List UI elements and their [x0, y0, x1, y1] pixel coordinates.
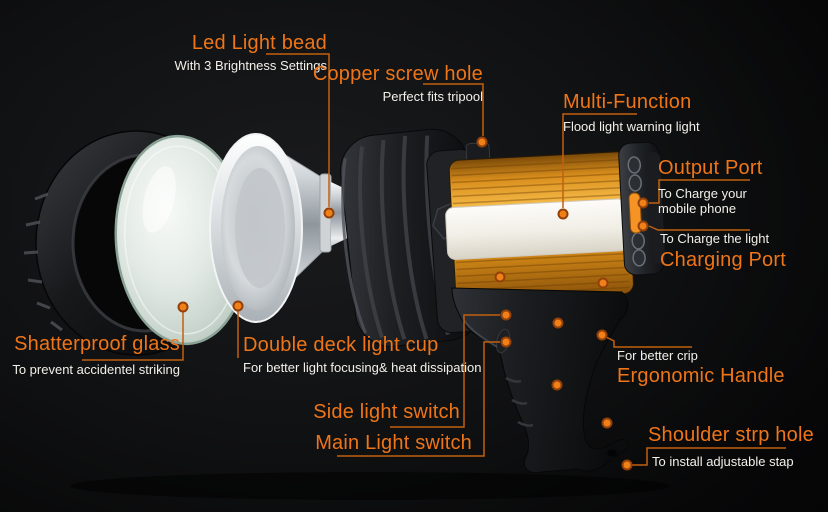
pointer-dot-handle-4 — [551, 379, 563, 391]
callout-multi-function: Multi-Function Flood light warning light — [563, 91, 700, 135]
callout-title: Side light switch — [313, 401, 460, 423]
callout-ergonomic-handle: For better crip Ergonomic Handle — [617, 348, 785, 388]
ring-grip-ridges — [23, 192, 63, 332]
callout-subtitle: Perfect fits tripool — [382, 88, 483, 104]
leader-lines — [82, 53, 786, 466]
callout-shatterproof-glass: Shatterproof glass To prevent accidentel… — [12, 333, 180, 378]
callout-title: Main Light switch — [315, 432, 472, 454]
pointer-dot-copper-screw-hole — [476, 136, 488, 148]
callout-shoulder-strap-hole: Shoulder strp hole To install adjustable… — [648, 424, 814, 470]
callout-subtitle: Flood light warning light — [563, 118, 700, 134]
pointer-dot-output-port — [637, 197, 649, 209]
leader-line-multi-function — [562, 113, 637, 208]
leader-line-charging-port — [648, 225, 750, 231]
flood-light-strip — [445, 198, 628, 260]
head-ribs — [358, 135, 451, 340]
callout-title: Double deck light cup — [243, 334, 439, 356]
callout-copper-screw-hole: Copper screw hole Perfect fits tripool — [312, 63, 483, 105]
callout-subtitle: With 3 Brightness Settings — [174, 57, 327, 73]
pointer-dot-led-light-bead — [323, 207, 335, 219]
leader-line-copper-screw-hole — [423, 83, 484, 136]
pointer-dot-handle-2 — [597, 277, 609, 289]
pointer-dot-multi-function — [557, 208, 569, 220]
pointer-dot-shatterproof-glass — [177, 301, 189, 313]
pointer-dot-ergonomic-handle — [596, 329, 608, 341]
callout-subtitle: To Charge your mobile phone — [658, 185, 747, 216]
callout-title: Charging Port — [660, 248, 786, 271]
callout-title: Ergonomic Handle — [617, 364, 785, 387]
barrel-ribs — [451, 158, 630, 298]
leader-line-led-light-bead — [266, 53, 330, 207]
pointer-dot-handle-1 — [494, 271, 506, 283]
callout-subtitle: For better light focusing& heat dissipat… — [243, 359, 482, 375]
pointer-dot-double-deck-light-cup — [232, 300, 244, 312]
callout-side-light-switch: Side light switch — [313, 401, 460, 424]
reflector-cup — [209, 133, 359, 323]
ground-shadow — [70, 472, 670, 500]
pointer-dot-charging-port — [637, 220, 649, 232]
finger-grooves — [505, 376, 534, 427]
callout-subtitle: For better crip — [617, 348, 698, 363]
leader-line-side-light-switch — [390, 314, 500, 428]
callout-subtitle: To prevent accidentel striking — [12, 361, 180, 377]
callout-charging-port: To Charge the light Charging Port — [660, 231, 786, 272]
callout-title: Led Light bead — [191, 32, 327, 54]
callout-led-light-bead: Led Light bead With 3 Brightness Setting… — [174, 32, 327, 74]
callout-subtitle: To install adjustable stap — [652, 453, 794, 469]
pointer-dot-main-light-switch — [500, 336, 512, 348]
pointer-dot-shoulder-strap-hole — [621, 459, 633, 471]
callout-title: Shoulder strp hole — [648, 424, 814, 446]
callout-title: Copper screw hole — [312, 63, 483, 85]
callout-subtitle: To Charge the light — [660, 231, 770, 246]
callout-main-light-switch: Main Light switch — [315, 432, 472, 455]
body-barrel — [445, 141, 666, 303]
leader-line-shoulder-strap-hole — [632, 447, 786, 466]
callout-title: Multi-Function — [563, 91, 692, 113]
leader-line-ergonomic-handle — [605, 336, 692, 348]
callout-title: Output Port — [658, 157, 763, 179]
leader-line-main-light-switch — [337, 341, 500, 457]
shoulder-strap-hole-opening — [607, 449, 617, 457]
pointer-dot-side-light-switch — [500, 309, 512, 321]
leader-line-shatterproof-glass — [82, 312, 184, 361]
callout-output-port: Output Port To Charge your mobile phone — [658, 157, 786, 216]
leader-line-output-port — [649, 179, 750, 204]
callout-title: Shatterproof glass — [14, 333, 180, 355]
pointer-dot-handle-3 — [552, 317, 564, 329]
pointer-dot-handle-5 — [601, 417, 613, 429]
pointer-dots — [177, 136, 649, 471]
callout-double-deck-light-cup: Double deck light cup For better light f… — [243, 334, 482, 376]
